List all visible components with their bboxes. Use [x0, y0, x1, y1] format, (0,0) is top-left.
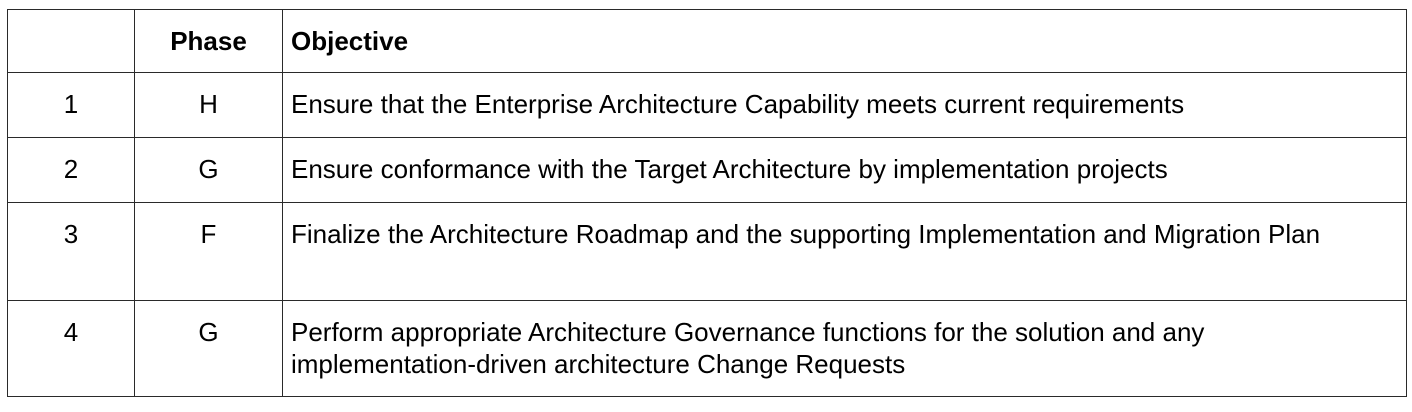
table-header-row: Phase Objective: [7, 9, 1407, 73]
table-row: 4 G Perform appropriate Architecture Gov…: [7, 300, 1407, 397]
header-phase: Phase: [134, 9, 283, 73]
row-number: 4: [7, 300, 135, 397]
table-row: 1 H Ensure that the Enterprise Architect…: [7, 72, 1407, 138]
row-phase: H: [134, 72, 283, 138]
row-objective: Ensure conformance with the Target Archi…: [282, 137, 1407, 203]
row-phase: F: [134, 202, 283, 301]
table-row: 3 F Finalize the Architecture Roadmap an…: [7, 202, 1407, 301]
row-objective: Finalize the Architecture Roadmap and th…: [282, 202, 1407, 301]
row-number: 2: [7, 137, 135, 203]
table-row: 2 G Ensure conformance with the Target A…: [7, 137, 1407, 203]
phase-objective-table: Phase Objective 1 H Ensure that the Ente…: [7, 9, 1407, 397]
row-phase: G: [134, 300, 283, 397]
header-number: [7, 9, 135, 73]
row-number: 1: [7, 72, 135, 138]
header-objective: Objective: [282, 9, 1407, 73]
row-objective: Ensure that the Enterprise Architecture …: [282, 72, 1407, 138]
row-number: 3: [7, 202, 135, 301]
row-objective: Perform appropriate Architecture Governa…: [282, 300, 1407, 397]
row-phase: G: [134, 137, 283, 203]
